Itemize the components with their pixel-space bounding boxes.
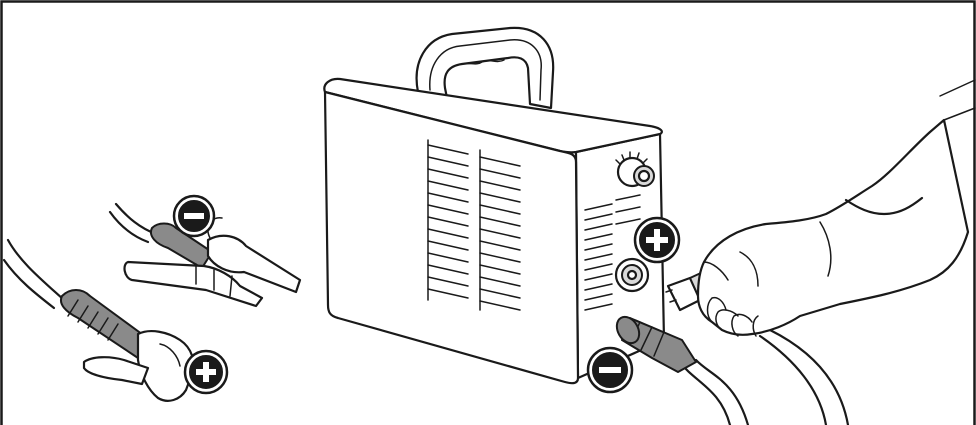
positive-symbol-holder (185, 351, 227, 393)
positive-symbol-machine (635, 218, 679, 262)
negative-symbol-clamp (174, 196, 214, 236)
positive-socket (616, 259, 648, 291)
welding-machine (324, 28, 664, 383)
negative-symbol-machine (588, 348, 632, 392)
